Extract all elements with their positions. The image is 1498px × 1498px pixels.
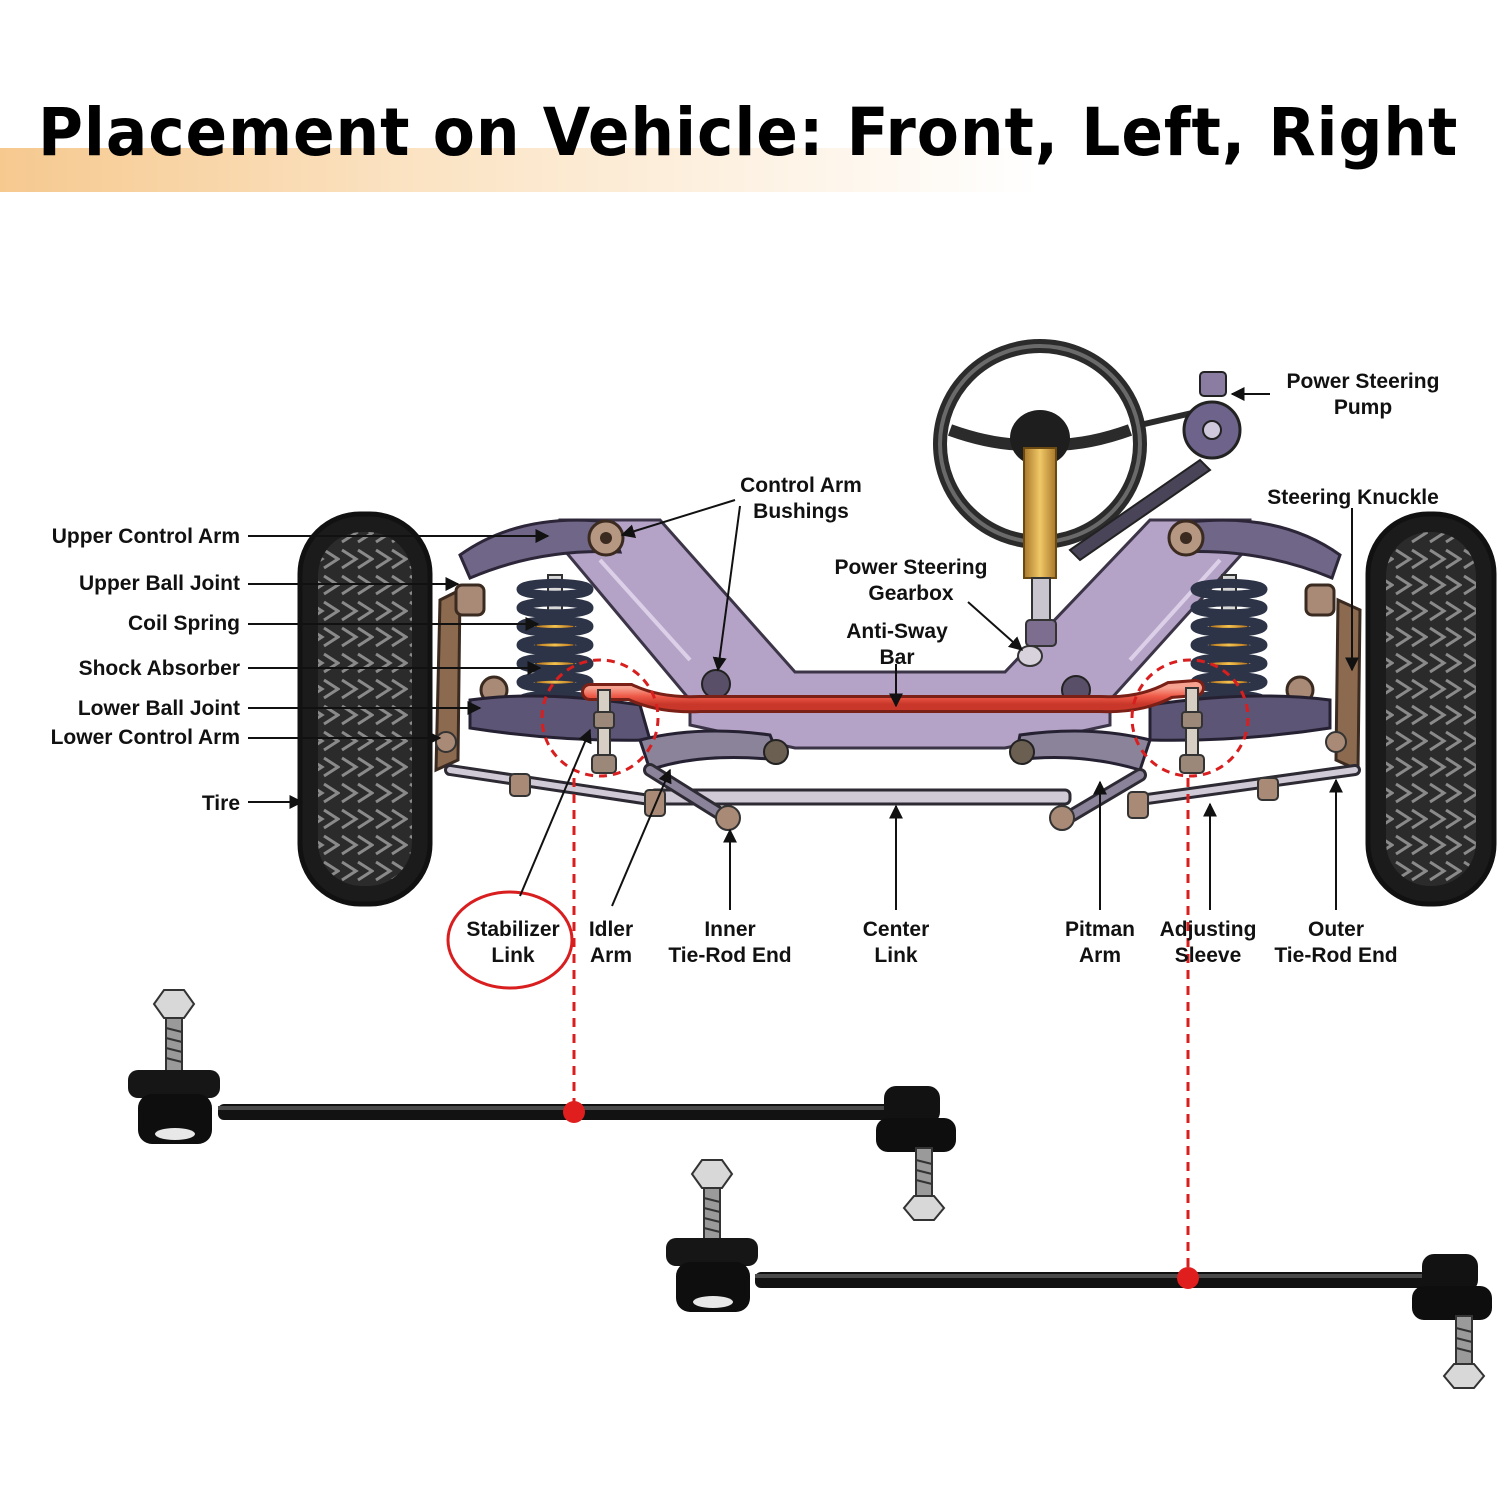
inner-tie-rod-end bbox=[715, 805, 741, 831]
leader-lines bbox=[248, 387, 1359, 910]
power-steering-pump bbox=[1068, 371, 1242, 562]
labels: Upper Control Arm Upper Ball Joint Coil … bbox=[51, 370, 1440, 967]
stabilizer-link bbox=[1179, 687, 1205, 774]
upper-ball-joint bbox=[454, 583, 486, 617]
label-shock-absorber: Shock Absorber bbox=[79, 657, 240, 680]
label-power-steering-pump-2: Pump bbox=[1334, 396, 1392, 419]
label-pitman-arm-2: Arm bbox=[1079, 944, 1121, 967]
label-idler-arm-1: Idler bbox=[589, 918, 633, 941]
stabilizer-highlight-right bbox=[1130, 658, 1250, 778]
label-adjusting-sleeve-2: Sleeve bbox=[1175, 944, 1242, 967]
stabilizer-link bbox=[591, 689, 617, 774]
label-coil-spring: Coil Spring bbox=[128, 612, 240, 635]
idler-arm-bracket bbox=[638, 729, 783, 772]
left-steering-knuckle bbox=[434, 587, 462, 773]
label-control-arm-bushings-1: Control Arm bbox=[740, 474, 862, 497]
stabilizer-highlight-left bbox=[540, 658, 660, 778]
label-center-link-1: Center bbox=[863, 918, 930, 941]
label-outer-tie-rod-end-1: Outer bbox=[1308, 918, 1364, 941]
label-anti-sway-bar-1: Anti-Sway bbox=[846, 620, 948, 643]
stabilizer-link-icon bbox=[666, 1159, 1492, 1389]
label-inner-tie-rod-end-1: Inner bbox=[704, 918, 755, 941]
power-steering-gearbox bbox=[1025, 619, 1057, 647]
label-lower-ball-joint: Lower Ball Joint bbox=[78, 697, 240, 720]
left-coil-spring bbox=[516, 578, 594, 712]
left-upper-control-arm bbox=[458, 518, 623, 580]
left-lower-control-arm bbox=[468, 694, 652, 742]
label-upper-ball-joint: Upper Ball Joint bbox=[79, 572, 240, 595]
label-lower-control-arm: Lower Control Arm bbox=[51, 726, 240, 749]
stabilizer-label-highlight bbox=[446, 890, 574, 990]
label-power-steering-gearbox-1: Power Steering bbox=[835, 556, 988, 579]
steering-column bbox=[1017, 447, 1057, 667]
right-coil-spring bbox=[1190, 578, 1268, 712]
label-outer-tie-rod-end-2: Tie-Rod End bbox=[1274, 944, 1397, 967]
label-adjusting-sleeve-1: Adjusting bbox=[1160, 918, 1257, 941]
upper-ball-joint bbox=[1304, 583, 1336, 617]
label-pitman-arm-1: Pitman bbox=[1065, 918, 1135, 941]
label-control-arm-bushings-2: Bushings bbox=[753, 500, 849, 523]
title-highlight-band bbox=[0, 148, 1040, 192]
stabilizer-link-icon bbox=[128, 989, 956, 1221]
right-lower-control-arm bbox=[1148, 694, 1332, 742]
tie-rods bbox=[435, 731, 1361, 819]
label-upper-control-arm: Upper Control Arm bbox=[52, 525, 240, 548]
label-power-steering-pump-1: Power Steering bbox=[1287, 370, 1440, 393]
label-stabilizer-link-1: Stabilizer bbox=[466, 918, 559, 941]
page-title: Placement on Vehicle: Front, Left, Right bbox=[38, 94, 1459, 171]
pitman-arm-bracket bbox=[1013, 729, 1152, 772]
label-idler-arm-2: Arm bbox=[590, 944, 632, 967]
label-stabilizer-link-2: Link bbox=[491, 944, 534, 967]
label-steering-knuckle: Steering Knuckle bbox=[1267, 486, 1439, 509]
label-anti-sway-bar-2: Bar bbox=[879, 646, 914, 669]
label-power-steering-gearbox-2: Gearbox bbox=[868, 582, 954, 605]
label-center-link-2: Link bbox=[874, 944, 917, 967]
label-inner-tie-rod-end-2: Tie-Rod End bbox=[668, 944, 791, 967]
label-tire: Tire bbox=[202, 792, 240, 815]
tire-icon bbox=[1365, 511, 1497, 907]
